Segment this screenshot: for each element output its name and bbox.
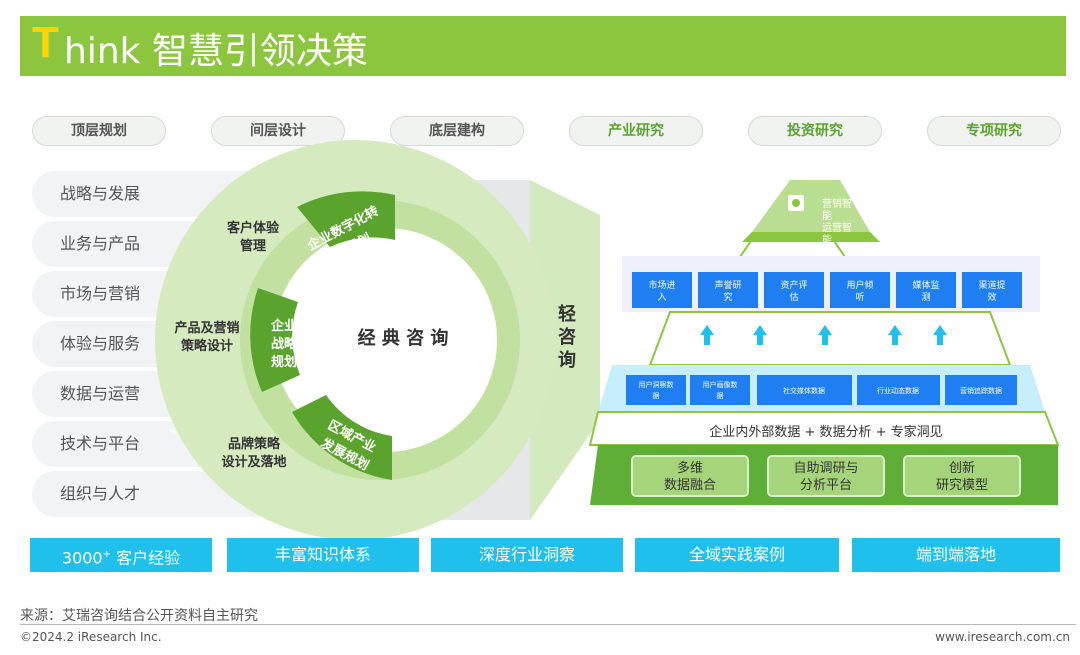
pyramid-apex [752,180,870,232]
title-initial: T [32,18,59,67]
lower-box-line: 据 [653,391,660,400]
bottom-box-client-experience: 3000+ 客户经验 [30,538,212,572]
light-consulting-char: 咨 [558,326,576,348]
upper-box-line: 媒体监 [912,279,939,291]
pyramid-apex-base [742,232,880,242]
pill-top-level-planning[interactable]: 顶层规划 [32,116,166,146]
brain-chip-icon [788,195,804,211]
outer-label-line: 设计及落地 [221,454,286,470]
upper-boxes [632,272,1022,308]
lower-box-line: 营销追踪数据 [960,386,1002,395]
upper-box-line: 究 [723,291,732,303]
bottom-box-sup: + [102,549,111,560]
base-box-line: 分析平台 [800,478,852,493]
lower-box-line: 据 [717,391,724,400]
light-consulting-char: 询 [558,349,576,371]
pill-special-research[interactable]: 专项研究 [927,116,1061,146]
lower-box-line: 用户画像数 [703,380,738,389]
up-arrow-icon [888,325,902,345]
bottom-box-end-to-end: 端到端落地 [852,538,1060,572]
segment-label-line: 战略 [271,336,298,352]
bottom-box-insight: 深度行业洞察 [431,538,623,572]
lower-box-line: 行业动态数据 [877,386,919,395]
outer-label-line: 策略设计 [181,338,233,354]
outer-label-line: 品牌策略 [228,436,281,452]
upper-box-line: 效 [987,291,996,303]
lower-boxes [626,375,1017,405]
lower-box-line: 社交媒体数据 [783,386,825,395]
light-consulting-char: 轻 [558,303,576,325]
circle-center-label: 经 典 咨 询 [358,327,449,349]
up-arrows [700,325,947,345]
website-link[interactable]: www.iresearch.com.cn [935,630,1070,644]
upper-box-line: 资产评 [780,279,807,291]
base-box-line: 创新 [949,460,975,476]
upper-box-line: 测 [921,292,930,303]
pill-middle-layer-design[interactable]: 间层设计 [211,116,345,146]
title-banner: T hink 智慧引领决策 [20,16,1066,76]
segment-enterprise-strategy [250,288,300,392]
base-box-line: 研究模型 [936,478,988,493]
bottom-box-knowledge: 丰富知识体系 [227,538,419,572]
upper-box-line: 市场进 [648,279,675,291]
base-box-line: 自助调研与 [793,461,858,476]
up-arrow-icon [818,325,832,345]
apex-label-line: 能 [822,209,832,222]
segment-label-line: 企业 [270,318,297,334]
up-arrow-icon [753,325,767,345]
pill-industry-research[interactable]: 产业研究 [569,116,703,146]
page-title: hink 智慧引领决策 [64,31,368,72]
apex-label-line: 能 [822,233,832,246]
base-caption: 企业内外部数据 + 数据分析 + 专家洞见 [709,424,942,440]
base-box-line: 数据融合 [664,478,716,493]
upper-box-line: 入 [657,292,666,303]
outer-label-line: 管理 [240,238,266,254]
source-note: 来源：艾瑞咨询结合公开资料自主研究 [20,608,258,624]
apex-label-line: 运营智 [822,221,852,234]
bottom-box-label: 客户经验 [111,548,181,568]
apex-label-line: 营销智 [822,197,852,210]
up-arrow-icon [700,325,714,345]
outer-label-line: 产品及营销 [174,320,239,336]
upper-box-line: 用户倾 [846,279,873,291]
footer-divider [20,624,1076,625]
copyright: ©2024.2 iResearch Inc. [20,630,162,644]
base-boxes [631,455,1021,497]
base-box-line: 多维 [677,460,703,476]
upper-box-line: 听 [855,292,864,303]
light-consulting-band [530,180,600,520]
bottom-box-number: 3000 [61,548,103,568]
pill-investment-research[interactable]: 投资研究 [748,116,882,146]
pill-bottom-layer-construction[interactable]: 底层建构 [390,116,524,146]
upper-box-line: 渠道提 [978,279,1005,291]
lower-box-line: 用户洞察数 [639,380,674,389]
segment-regional-industry [292,395,392,480]
bottom-box-cases: 全域实践案例 [635,538,839,572]
segment-label-line: 规划 [271,354,297,370]
upper-box-line: 估 [789,291,798,303]
up-arrow-icon [933,325,947,345]
inner-circle [273,228,497,452]
outer-label-line: 客户体验 [227,220,280,236]
upper-box-line: 声誉研 [714,279,741,291]
segment-digital-transformation [297,191,395,247]
